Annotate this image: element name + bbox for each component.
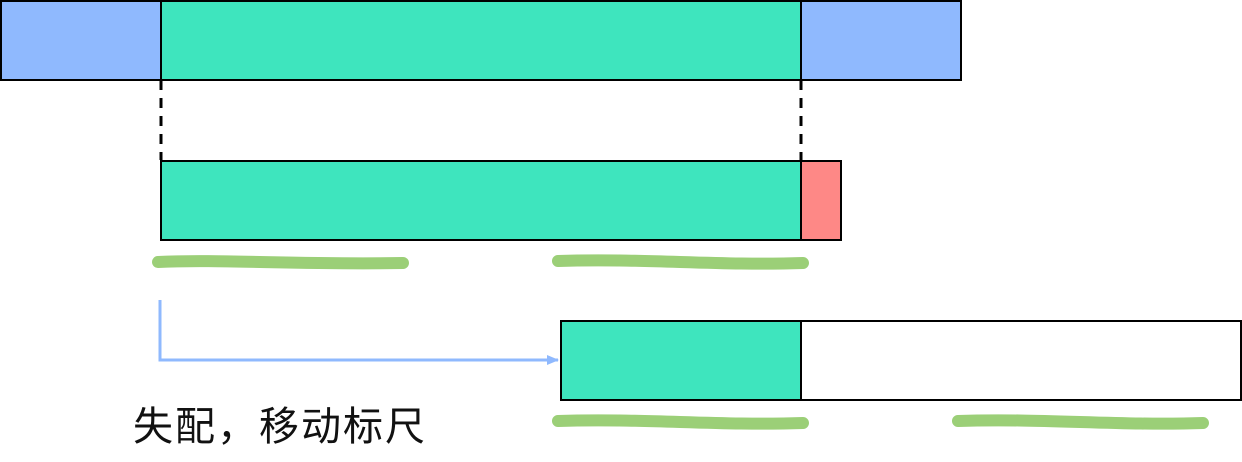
shifted-suffix-underline: [952, 414, 1209, 430]
text-bar: [0, 0, 962, 81]
shifted-matched: [560, 320, 802, 401]
pattern-matched: [160, 160, 802, 241]
suffix-underline: [552, 254, 809, 270]
text-segment-right: [800, 0, 962, 81]
shifted-prefix-underline: [552, 414, 809, 430]
pattern-mismatch: [800, 160, 842, 241]
pattern-bar: [160, 160, 842, 241]
text-segment-left: [0, 0, 162, 81]
shifted-pattern-bar: [560, 320, 1242, 401]
shift-arrow: [158, 300, 559, 365]
caption: 失配，移动标尺: [133, 404, 427, 450]
prefix-underline: [152, 255, 409, 270]
shifted-rest: [800, 320, 1242, 401]
text-segment-matched: [160, 0, 802, 81]
